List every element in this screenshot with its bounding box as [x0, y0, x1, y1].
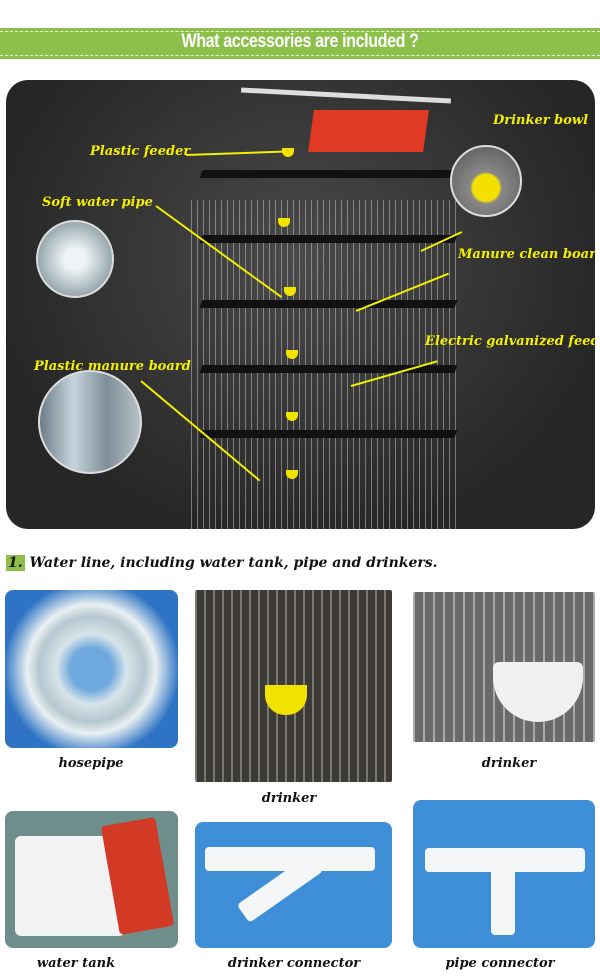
section-number: 1.: [6, 555, 25, 571]
tray: [199, 300, 458, 308]
drinker-photo: [413, 592, 595, 742]
quail-cage: [191, 200, 456, 529]
manure-board-closeup: [38, 370, 142, 474]
caption-hosepipe: hosepipe: [58, 756, 124, 771]
section-banner: What accessories are included ?: [0, 28, 600, 59]
drinker: [284, 287, 296, 296]
label-drinker-bowl: Drinker bowl: [493, 113, 589, 128]
yellow-drinker: [265, 685, 307, 715]
red-feeder: [308, 110, 429, 152]
stitch-line: [0, 31, 600, 32]
drinker: [286, 412, 298, 421]
stitch-line: [0, 55, 600, 56]
caption-water-tank: water tank: [36, 956, 116, 971]
connector-branch: [491, 860, 515, 935]
cage-overview-image: Plastic feeder Drinker bowl Soft water p…: [6, 80, 595, 529]
section-heading: 1. Water line, including water tank, pip…: [6, 555, 438, 571]
label-plastic-feeder: Plastic feeder: [90, 144, 191, 159]
label-soft-water-pipe: Soft water pipe: [42, 195, 153, 210]
drinker-connector-photo: [195, 822, 392, 948]
drinker-photo: [195, 590, 392, 782]
drinker: [282, 148, 294, 157]
hosepipe-photo: [5, 590, 178, 748]
label-manure-clean-board: Manure clean board: [458, 247, 595, 262]
drinker-bowl-closeup: [450, 145, 522, 217]
pointer-line: [185, 150, 286, 156]
section-title: Water line, including water tank, pipe a…: [29, 555, 438, 571]
caption-pipe-connector: pipe connector: [445, 956, 555, 971]
caption-drinker: drinker: [261, 791, 317, 806]
label-electric-galvanized-feeder: Electric galvanized feeder: [425, 334, 595, 349]
banner-title: What accessories are included ?: [181, 31, 419, 52]
label-plastic-manure-board: Plastic manure board: [34, 359, 191, 374]
white-drinker: [493, 662, 583, 722]
water-pipe-closeup: [36, 220, 114, 298]
tray: [199, 170, 458, 178]
drinker: [286, 470, 298, 479]
pipe-connector-photo: [413, 800, 595, 948]
top-rail: [241, 87, 451, 104]
drinker: [278, 218, 290, 227]
tray: [199, 235, 458, 243]
tray: [199, 430, 458, 438]
caption-drinker-connector: drinker connector: [227, 956, 361, 971]
water-tank-photo: [5, 811, 178, 948]
caption-drinker: drinker: [481, 756, 537, 771]
drinker: [286, 350, 298, 359]
